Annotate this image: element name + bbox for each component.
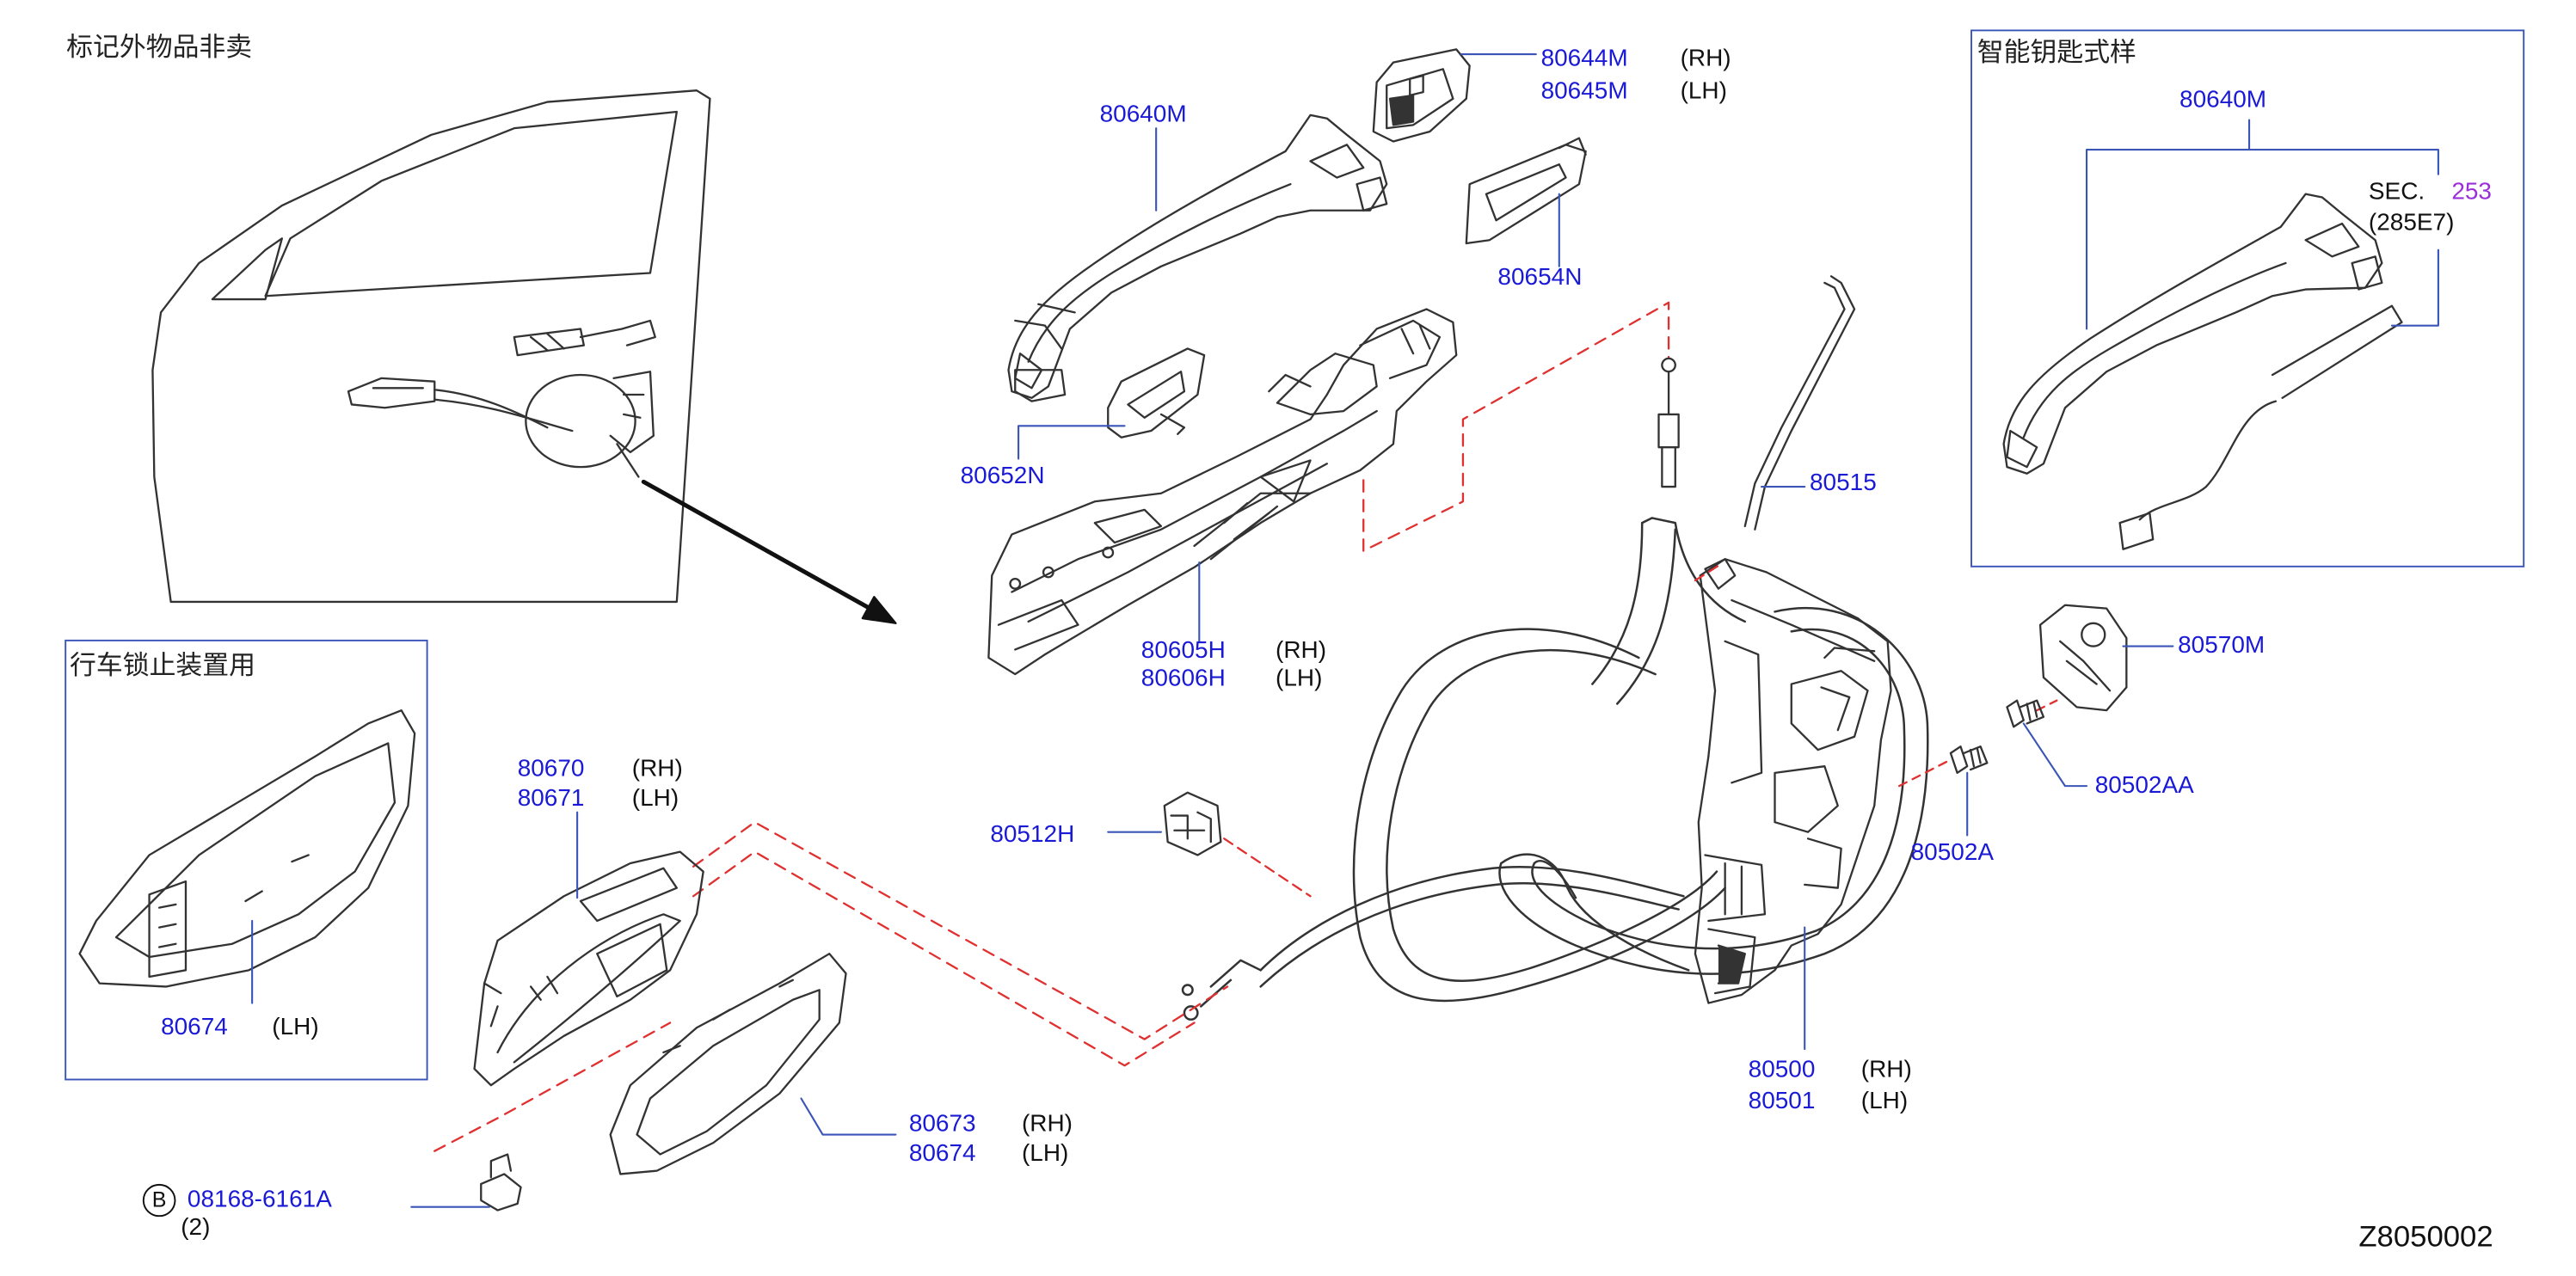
side-80500: (RH) — [1860, 1057, 1912, 1084]
sec-number-link[interactable]: 253 — [2451, 179, 2492, 206]
callout-80644M[interactable]: 80644M — [1540, 46, 1628, 73]
callout-80654N[interactable]: 80654N — [1497, 264, 1583, 291]
bolt-icon — [480, 1153, 522, 1212]
side-80644M: (RH) — [1680, 46, 1731, 73]
callout-80640M-smart[interactable]: 80640M — [2179, 87, 2267, 113]
handle-bracket-80605H — [987, 308, 1458, 676]
callout-80671[interactable]: 80671 — [517, 786, 585, 813]
callout-80645M[interactable]: 80645M — [1540, 78, 1628, 106]
sec-sub: (285E7) — [2368, 210, 2455, 237]
clip-80512H — [1163, 791, 1222, 856]
side-80501: (LH) — [1860, 1089, 1909, 1115]
side-80673: (RH) — [1021, 1111, 1073, 1138]
side-80670: (RH) — [631, 756, 683, 783]
callout-80640M[interactable]: 80640M — [1099, 101, 1187, 129]
dashed-link — [692, 821, 1229, 1040]
side-80606H: (LH) — [1276, 666, 1323, 693]
escutcheon-80673 — [609, 953, 847, 1175]
door-lock-actuator — [1694, 558, 1892, 1004]
callout-80515[interactable]: 80515 — [1809, 469, 1877, 497]
leader-lines — [251, 53, 2439, 1208]
sec-label: SEC. — [2368, 179, 2425, 206]
callout-80570M[interactable]: 80570M — [2178, 633, 2266, 659]
callout-80670[interactable]: 80670 — [517, 756, 585, 783]
dashed-link — [692, 850, 1196, 1067]
not-for-sale-note: 标记外物品非卖 — [66, 34, 253, 63]
screw-80502A — [1949, 745, 1989, 774]
callout-80502AA[interactable]: 80502AA — [2094, 772, 2194, 800]
gasket-80654N — [1465, 137, 1587, 245]
cable-loops — [1181, 517, 1929, 1021]
callout-08168-6161A[interactable]: 08168-6161A — [187, 1187, 332, 1214]
dashed-link — [1362, 301, 1670, 552]
cable-end-top — [1657, 357, 1680, 488]
smart-key-handle — [2002, 193, 2403, 550]
dashed-link — [1897, 758, 1952, 788]
child-lock-note: 行车锁止装置用 — [69, 653, 256, 681]
callout-80652N[interactable]: 80652N — [960, 463, 1045, 490]
callout-80500[interactable]: 80500 — [1748, 1057, 1816, 1084]
outside-handle-80640M — [1007, 113, 1388, 402]
rod-80515 — [1743, 275, 1856, 531]
smart-key-box — [1970, 29, 2525, 567]
callout-80606H[interactable]: 80606H — [1140, 666, 1226, 693]
side-80674: (LH) — [1021, 1141, 1069, 1168]
diagram-code: Z8050002 — [2358, 1220, 2493, 1254]
callout-80674-box[interactable]: 80674 — [161, 1014, 228, 1041]
side-80605H: (RH) — [1276, 638, 1327, 665]
key-cylinder-cap — [1372, 48, 1471, 143]
side-80674-box: (LH) — [272, 1014, 319, 1041]
child-lock-box — [65, 639, 428, 1081]
callout-80674[interactable]: 80674 — [908, 1141, 976, 1168]
side-80671: (LH) — [631, 786, 679, 813]
callout-80605H[interactable]: 80605H — [1140, 638, 1226, 665]
gasket-80652N — [1107, 347, 1206, 439]
dashed-link — [1223, 837, 1312, 898]
inside-handle-80670 — [473, 850, 704, 1087]
door-illustration — [151, 89, 711, 604]
callout-80501[interactable]: 80501 — [1748, 1089, 1816, 1115]
smart-key-note: 智能钥匙式样 — [1977, 39, 2136, 68]
dashed-link — [433, 1021, 672, 1152]
bolt-marker: B — [142, 1183, 176, 1218]
callout-80512H[interactable]: 80512H — [990, 822, 1075, 849]
dashed-link — [1694, 564, 1720, 582]
child-lock-handle — [78, 709, 416, 988]
bolt-qty: (2) — [181, 1215, 211, 1242]
screw-80502AA — [2006, 699, 2045, 728]
side-80645M: (LH) — [1680, 78, 1727, 106]
callout-80673[interactable]: 80673 — [908, 1111, 976, 1138]
callout-80502A[interactable]: 80502A — [1910, 840, 1995, 867]
striker-80570M — [2038, 604, 2128, 712]
arrow-icon — [641, 479, 897, 624]
